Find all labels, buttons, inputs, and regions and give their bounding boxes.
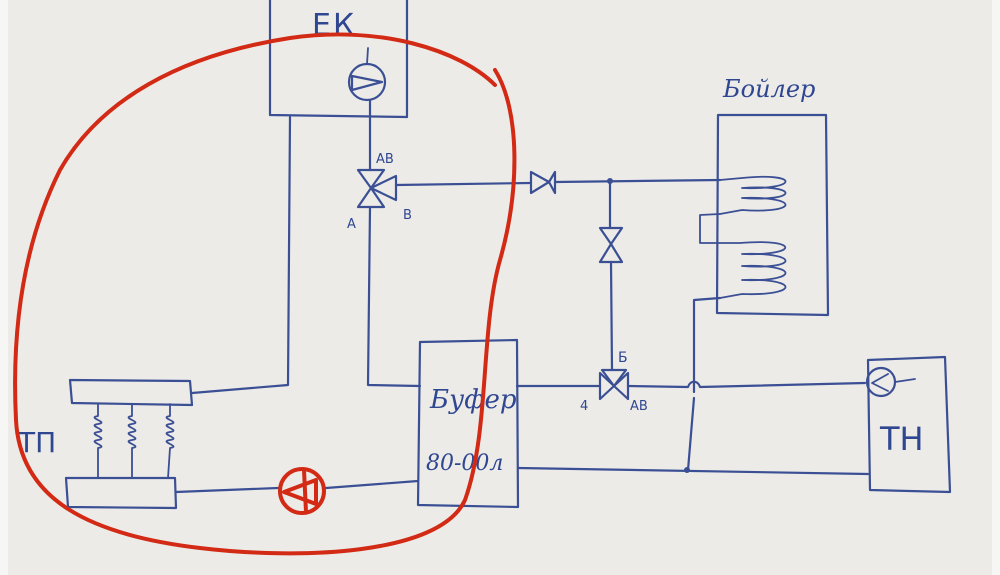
- buffer-tank: Буфер 80-00л: [416, 338, 520, 509]
- pipe-bottom-return: [516, 466, 870, 476]
- valve-top-a-label: А: [347, 217, 356, 232]
- boiler-dhw-label: Бойлер: [722, 75, 815, 103]
- pipe-ek-return: [190, 115, 292, 395]
- boiler-dhw: Бойлер: [692, 75, 830, 394]
- valve-top-ab-label: АВ: [376, 152, 394, 167]
- heat-exchanger-coil-icon: [93, 403, 175, 479]
- highlight-loop: [13, 32, 517, 556]
- boiler-ek-label: ЕК: [312, 8, 356, 43]
- valve-bottom-a-label: 4: [580, 399, 588, 414]
- pipe-valve-to-heat-pump: [626, 380, 867, 389]
- heat-pump-label: ТН: [879, 420, 924, 458]
- pipe-right-return: [686, 396, 696, 472]
- pipe-valve-b-right: [394, 181, 532, 187]
- heat-pump: ТН: [865, 355, 952, 494]
- pump-icon: [347, 47, 387, 102]
- pipe-top-line: [553, 178, 722, 184]
- pipe-bypass-lower: [609, 260, 614, 372]
- floor-heating: ТП: [17, 378, 194, 510]
- valve-top-b-label: В: [403, 208, 412, 223]
- valve-bottom-ab-label: АВ: [630, 399, 648, 414]
- pipe-pump-to-buffer: [324, 479, 420, 490]
- boiler-ek: ЕК: [268, 0, 409, 119]
- valve-bottom-b-label: Б: [618, 350, 628, 366]
- pump-icon: [278, 467, 326, 515]
- buffer-volume: 80-00л: [426, 451, 503, 476]
- pipe-floor-to-pump: [174, 486, 280, 494]
- buffer-title: Буфер: [429, 385, 517, 415]
- pump-icon: [865, 366, 916, 398]
- heat-exchanger-coil-icon: [699, 175, 787, 299]
- pipe-valve-to-buffer: [366, 205, 422, 388]
